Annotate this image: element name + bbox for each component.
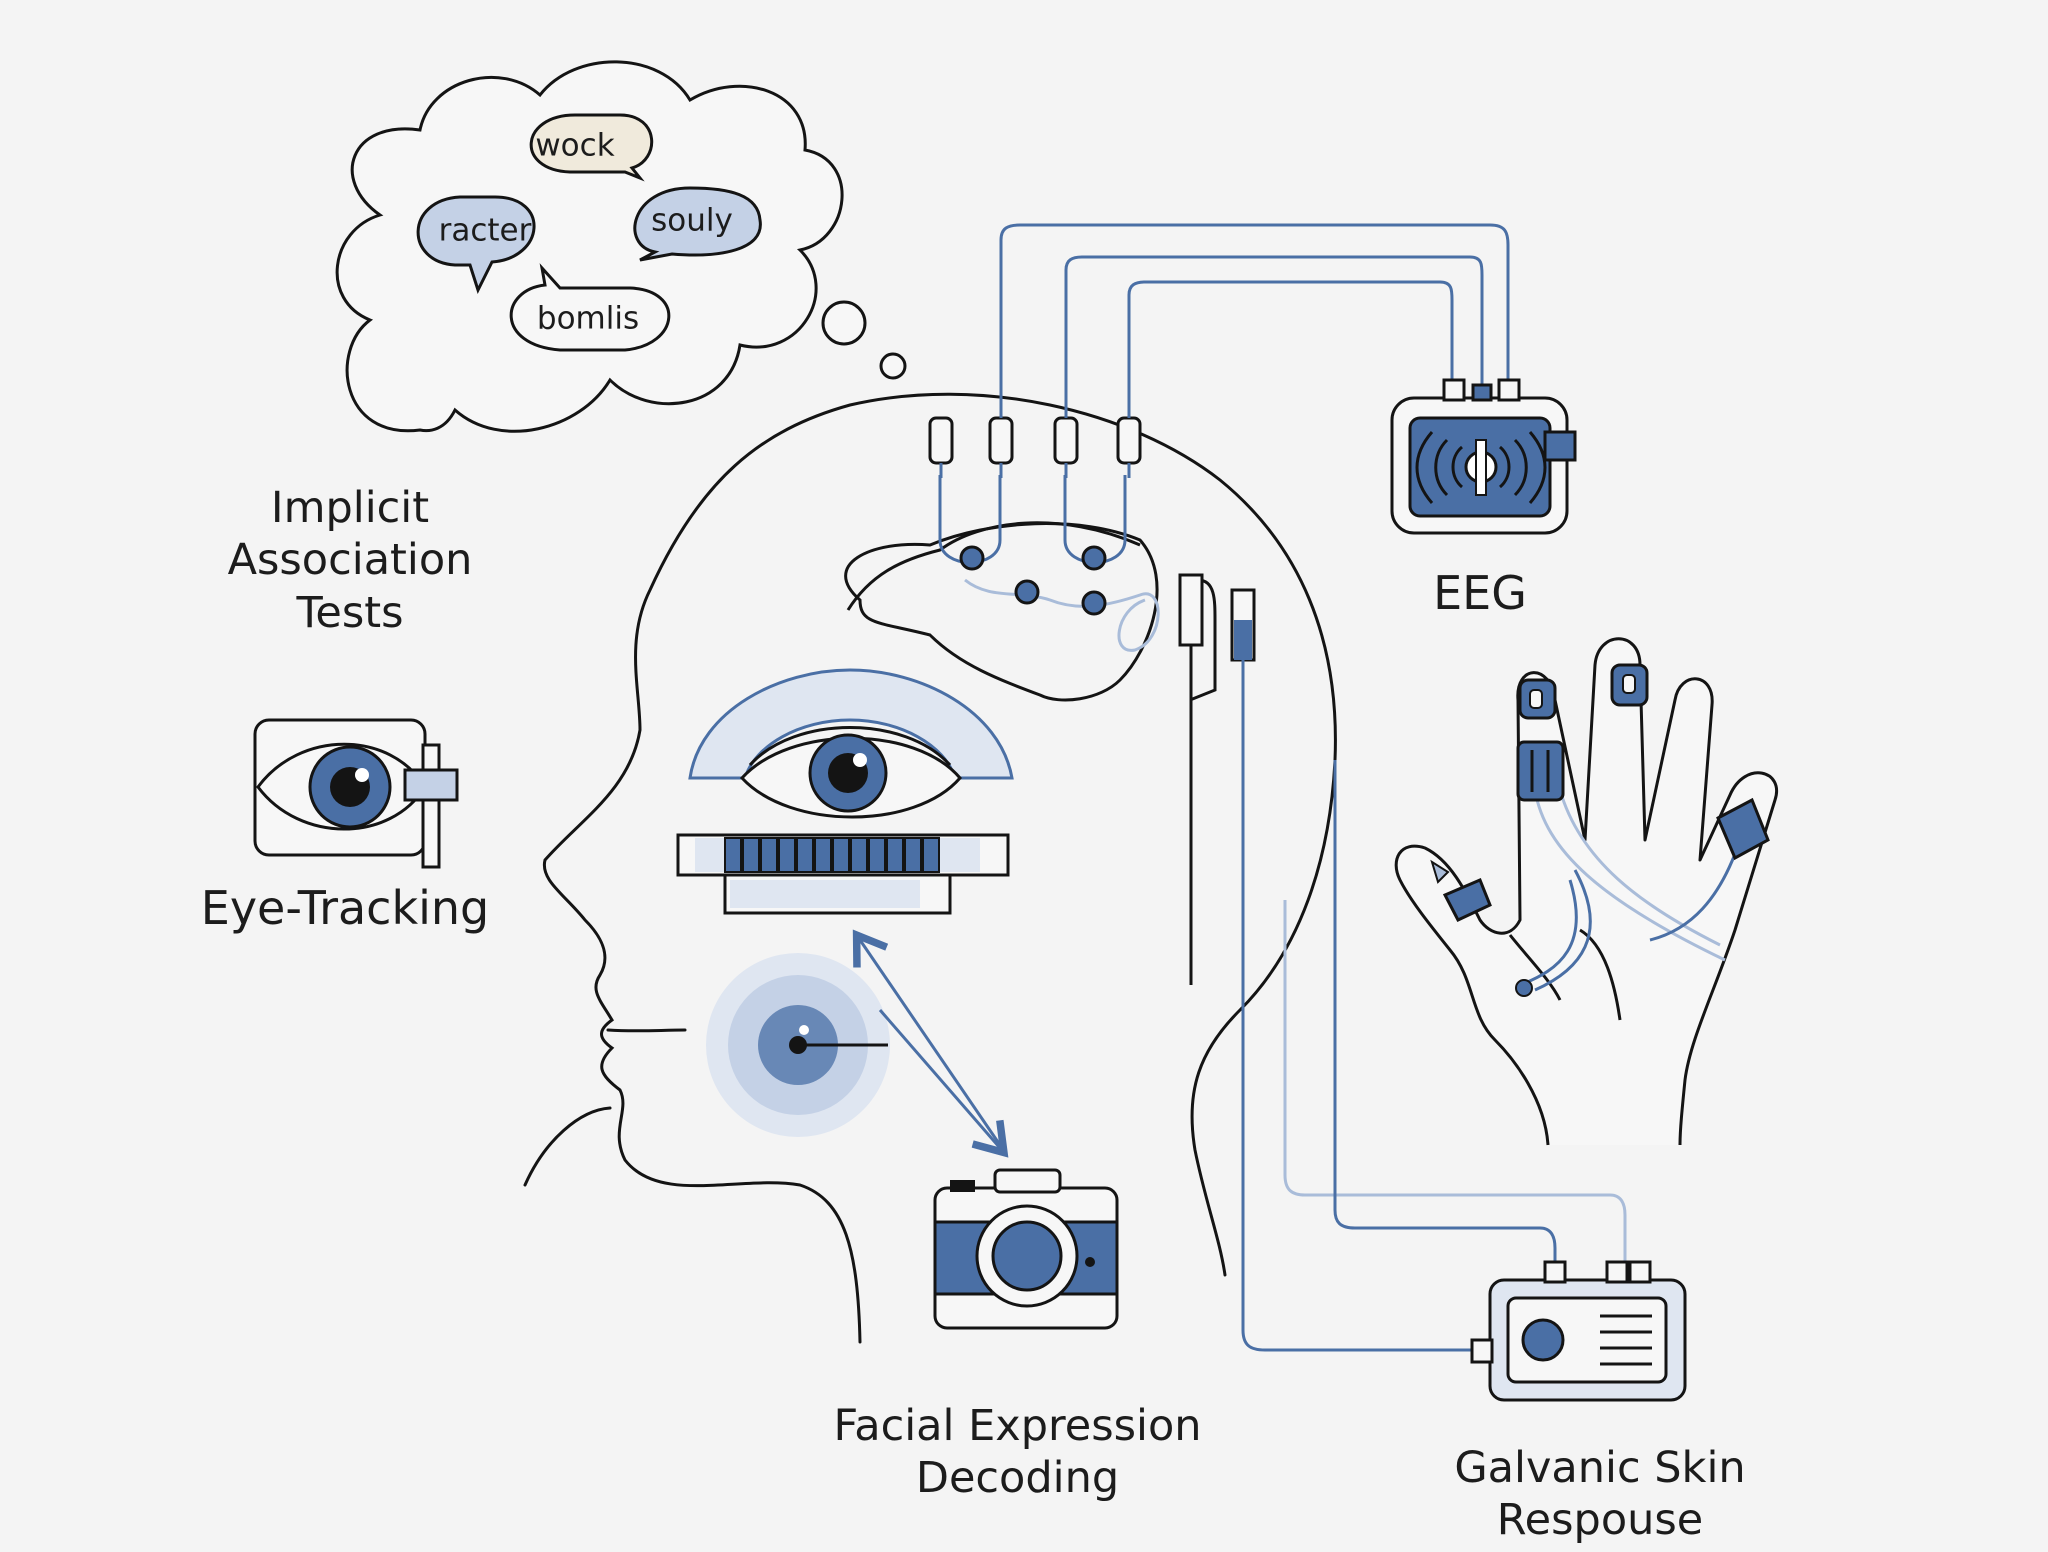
label-eeg: EEG: [1433, 566, 1527, 620]
label-implicit-association-tests: Implicit Association Tests: [227, 483, 473, 638]
label-eye-tracking: Eye-Tracking: [200, 881, 490, 935]
face-eye-scanner: [676, 668, 1014, 915]
gsr-device-icon: [1470, 1260, 1687, 1402]
word-bubble-souly: souly: [633, 186, 762, 262]
word-bubble-wock: wock: [529, 113, 654, 182]
camera-icon: [933, 1168, 1119, 1330]
gsr-cables: [1178, 573, 1627, 1352]
thought-cloud-icon: [335, 60, 907, 433]
brain-outline: [846, 521, 1141, 611]
word-bomlis: bomlis: [537, 301, 639, 337]
hand-with-sensors-icon: [1394, 637, 1779, 1146]
cheek-sensor: [706, 953, 890, 1137]
word-souly: souly: [651, 203, 733, 239]
label-facial-expression-decoding: Facial Expression Decoding: [833, 1401, 1202, 1504]
eeg-device-icon: [1390, 378, 1577, 535]
word-wock: wock: [535, 128, 614, 164]
head-profile-icon: [523, 392, 1337, 1344]
eeg-cables: [999, 223, 1510, 418]
eeg-electrodes: [928, 416, 1160, 652]
camera-arrows: [860, 940, 1000, 1148]
word-bubble-bomlis: bomlis: [509, 263, 671, 352]
label-galvanic-skin-response: Galvanic Skin Respouse: [1454, 1443, 1746, 1546]
word-racter: racter: [439, 213, 532, 249]
eye-tracker-icon: [253, 718, 459, 869]
word-bubble-racter: racter: [416, 195, 536, 294]
